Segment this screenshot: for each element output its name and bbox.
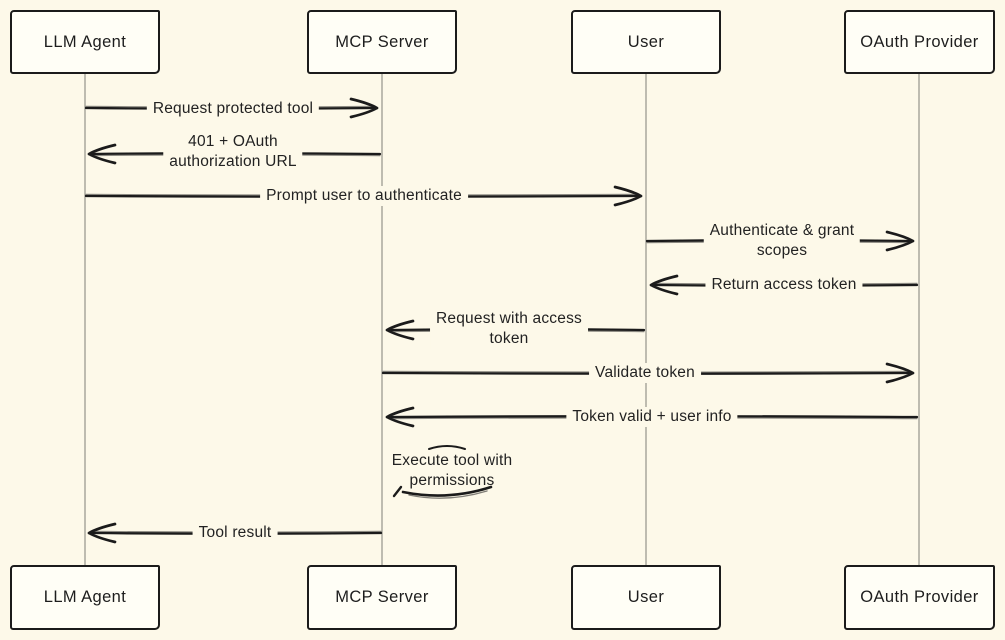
message-label-tool-result: Tool result [192,523,278,543]
message-arrow-head [385,406,415,428]
actor-box-llm-agent-bottom: LLM Agent [10,565,160,630]
message-arrow-head [885,362,915,384]
message-line: Token valid + user info [572,408,732,425]
actor-box-mcp-server-bottom: MCP Server [307,565,457,630]
message-arrow-head [87,522,117,544]
message-arrow-head [649,274,679,296]
message-label-prompt-user-to-authenticate: Prompt user to authenticate [260,186,468,206]
message-label-request-protected-tool: Request protected tool [146,99,320,119]
actor-box-llm-agent-top: LLM Agent [10,10,160,74]
note-label-execute-tool-with-permissions: Execute tool with permissions [386,451,519,491]
actor-label: LLM Agent [43,32,127,51]
message-line: Prompt user to authenticate [266,187,462,204]
actor-label: MCP Server [335,32,429,51]
message-arrow-head [613,185,643,207]
note-swoosh [401,485,493,497]
message-line: Authenticate & grant [709,222,855,239]
note-arc [428,445,466,450]
actor-label: User [627,32,665,51]
actor-label: MCP Server [335,588,429,606]
message-label-authenticate-grant-scopes: Authenticate & grant scopes [703,221,861,261]
actor-box-mcp-server-top: MCP Server [307,10,457,74]
message-line: Request with access [436,310,582,327]
actor-label: OAuth Provider [860,588,979,606]
note-line: permissions [409,472,495,489]
message-label-validate-token: Validate token [589,363,701,383]
message-arrow-head [87,143,117,165]
message-label-return-access-token: Return access token [705,275,863,295]
message-line: token [489,330,529,347]
actor-box-user-bottom: User [571,565,721,630]
message-line: Tool result [198,524,272,541]
message-arrow-head [885,230,915,252]
actor-box-oauth-provider-top: OAuth Provider [844,10,995,74]
message-line: 401 + OAuth [188,133,278,150]
message-line: Validate token [595,364,695,381]
message-line: authorization URL [169,153,297,170]
message-label-token-valid-user-info: Token valid + user info [566,407,738,427]
actor-box-user-top: User [571,10,721,74]
message-label-401-oauth-authorization-url: 401 + OAuth authorization URL [163,132,303,172]
message-line: Return access token [711,276,857,293]
actor-label: LLM Agent [43,588,127,606]
message-label-request-with-access-token: Request with access token [430,309,588,349]
actor-label: User [627,588,665,606]
message-arrow-head [385,319,415,341]
actor-box-oauth-provider-bottom: OAuth Provider [844,565,995,630]
actor-label: OAuth Provider [860,32,979,51]
message-line: Request protected tool [152,100,314,117]
message-arrow-head [349,97,379,119]
message-line: scopes [756,242,808,259]
note-swoosh-overdraw [408,490,488,499]
note-line: Execute tool with [391,452,513,469]
note-tick [392,485,403,498]
